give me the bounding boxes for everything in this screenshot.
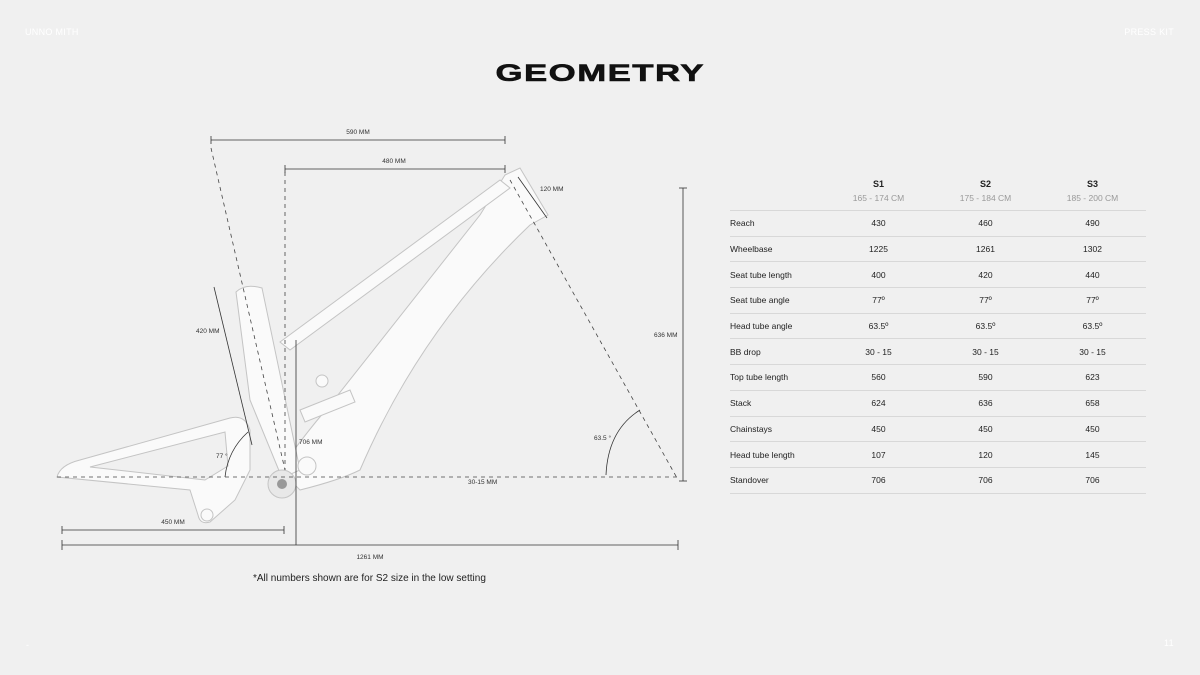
size-header: S2 [979,179,991,189]
footer-mark: - [26,640,30,650]
row-value: 77º [1039,287,1146,314]
reach-label: 480 MM [382,158,405,165]
row-value: 400 [825,261,932,288]
row-value: 1261 [932,235,1039,262]
row-value: 77º [932,287,1039,314]
head-tube-label: 120 MM [540,186,563,193]
row-label: Seat tube length [730,261,825,288]
size-header: S1 [872,179,884,189]
size-range: 165 - 174 CM [825,191,932,211]
row-value: 30 - 15 [932,338,1039,365]
row-label: Top tube length [730,364,825,391]
row-label: BB drop [730,338,825,365]
top-tube [279,179,511,351]
page-number: 11 [1164,638,1174,648]
size-header: S3 [1086,179,1098,189]
row-value: 420 [932,261,1039,288]
row-value: 430 [825,210,932,237]
row-value: 706 [932,466,1039,494]
row-value: 636 [932,389,1039,416]
row-value: 30 - 15 [1039,338,1146,365]
shock-mount [315,374,329,388]
row-value: 560 [825,364,932,391]
chainstay-label: 450 MM [161,519,184,526]
row-value: 107 [825,441,932,468]
standover-label: 706 MM [299,439,322,446]
row-value: 590 [932,364,1039,391]
row-label: Seat tube angle [730,287,825,314]
dimension-lines [61,136,687,550]
row-value: 450 [932,415,1039,442]
reference-lines [57,147,680,479]
row-label: Head tube angle [730,312,825,339]
bike-frame [56,167,549,524]
brand-label: UNNO MITH [25,27,79,37]
row-value: 706 [825,466,932,494]
row-label: Head tube length [730,441,825,468]
down-tube [279,167,549,491]
row-value: 1302 [1039,235,1146,262]
row-value: 623 [1039,364,1146,391]
row-value: 30 - 15 [825,338,932,365]
row-value: 460 [932,210,1039,237]
page-title-text: GEOMETRY [495,60,705,88]
footnote: *All numbers shown are for S2 size in th… [253,573,486,584]
row-label: Standover [730,466,825,494]
row-value: 63.5º [825,312,932,339]
section-label: PRESS KIT [1124,27,1174,37]
seat-tube-label: 420 MM [196,328,219,335]
bb-drop-label: 30-15 MM [468,479,497,486]
row-value: 490 [1039,210,1146,237]
geometry-table: S1 S2 S3 165 - 174 CM 175 - 184 CM 185 -… [730,174,1146,494]
row-value: 63.5º [932,312,1039,339]
row-label: Wheelbase [730,235,825,262]
row-label: Stack [730,389,825,416]
row-value: 450 [825,415,932,442]
wheelbase-label: 1261 MM [356,554,383,561]
row-value: 624 [825,389,932,416]
row-value: 658 [1039,389,1146,416]
row-value: 706 [1039,466,1146,494]
pivot [297,456,317,476]
row-value: 1225 [825,235,932,262]
size-range: 185 - 200 CM [1039,191,1146,211]
size-range: 175 - 184 CM [932,191,1039,211]
row-label: Reach [730,210,825,237]
rear-triangle [56,416,251,524]
row-label: Chainstays [730,415,825,442]
row-value: 63.5º [1039,312,1146,339]
row-value: 450 [1039,415,1146,442]
head-angle-label: 63.5 ° [594,434,611,442]
stack-label: 636 MM [654,332,677,339]
shock [299,389,356,423]
row-value: 120 [932,441,1039,468]
top-tube-label: 590 MM [346,129,369,136]
row-value: 145 [1039,441,1146,468]
row-value: 440 [1039,261,1146,288]
seat-angle-label: 77 ° [216,452,228,460]
page-title: GEOMETRY [0,60,1200,88]
rear-axle [200,508,214,522]
row-value: 77º [825,287,932,314]
